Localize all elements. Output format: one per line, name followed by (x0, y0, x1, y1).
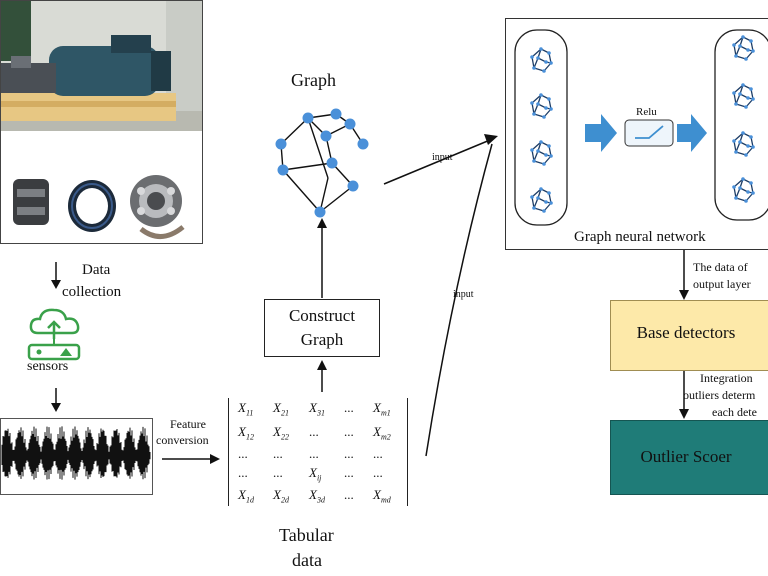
matrix-cell: ... (373, 446, 383, 461)
arrow-to-construct (317, 360, 327, 392)
feature-conversion-label-2: conversion (156, 433, 209, 447)
tabular-label-2: data (292, 550, 322, 570)
arrow-to-base-detectors (679, 250, 689, 300)
arrow-to-sensors (51, 262, 61, 289)
output-layer-label-1: The data of (693, 260, 748, 274)
tabular-label-1: Tabular (279, 525, 334, 545)
graph-node (347, 180, 359, 192)
matrix-cell: X1d (238, 487, 254, 505)
matrix-cell: X12 (238, 424, 254, 442)
data-collection-label-2: collection (62, 284, 122, 300)
arrow-to-matrix (162, 454, 220, 464)
relu-label: Relu (636, 106, 657, 118)
data-collection-label-1: Data (82, 262, 111, 278)
bearing-3 (130, 175, 185, 239)
bearing-2 (68, 180, 116, 232)
matrix-cell: Xmd (373, 487, 391, 505)
sensors-label: sensors (27, 359, 69, 374)
integration-label-3: each dete (712, 405, 757, 419)
graph-title: Graph (291, 70, 336, 90)
matrix-cell: Xm2 (373, 424, 391, 442)
graph-node (275, 138, 287, 150)
equipment-photo (1, 1, 202, 243)
output-layer-label-2: output layer (693, 277, 751, 291)
cloud-upload-icon (29, 308, 80, 345)
mini-graph-icon (732, 83, 755, 109)
matrix-cell: ... (273, 446, 283, 461)
mini-graph-icon (732, 35, 755, 61)
matrix-cell: ... (309, 446, 319, 461)
matrix-cell: Xm1 (373, 400, 391, 418)
integration-label-1: Integration (700, 371, 753, 385)
outlier-scorer-box: Outlier Scoer (610, 420, 768, 495)
arrow-to-outlier-scorer (679, 371, 689, 419)
graph-node (326, 157, 338, 169)
graph-node (320, 130, 332, 142)
bearing-1 (13, 179, 49, 225)
construct-graph-box: Construct Graph (264, 299, 380, 357)
mini-graph-icon (530, 140, 553, 166)
input-label-upper: input (432, 152, 453, 163)
arrow-to-graph (317, 218, 327, 298)
gnn-arrow-left (585, 114, 617, 152)
gnn-caption: Graph neural network (574, 229, 706, 245)
matrix-cell: X3d (309, 487, 325, 505)
matrix-cell: ... (344, 400, 354, 415)
integration-label-2: outliers determ (683, 388, 756, 402)
input-arrows (383, 134, 498, 457)
construct-graph-label-2: Graph (300, 330, 344, 349)
base-detectors-box: Base detectors (610, 300, 768, 371)
mini-graph-icon (732, 131, 755, 157)
sensor-device-icon (27, 343, 81, 361)
feature-matrix (228, 398, 408, 506)
matrix-cell: ... (344, 487, 354, 502)
mini-graph-icon (732, 177, 755, 203)
mini-graph-icon (530, 187, 553, 213)
input-label-lower: input (453, 289, 474, 300)
matrix-cell: X31 (309, 400, 325, 418)
gnn-arrow-right (677, 114, 707, 152)
outlier-scorer-label: Outlier Scoer (640, 447, 732, 466)
matrix-cell: ... (309, 424, 319, 439)
feature-conversion-label-1: Feature (170, 417, 206, 431)
graph-node (330, 108, 342, 120)
graph-node (357, 138, 369, 150)
base-detectors-label: Base detectors (636, 323, 736, 342)
construct-graph-label-1: Construct (288, 306, 356, 325)
graph-figure (275, 108, 369, 218)
matrix-cell: X22 (273, 424, 289, 442)
vibration-signal-plot (0, 418, 153, 495)
mini-graph-icon (530, 93, 553, 119)
graph-node (277, 164, 289, 176)
arrow-to-signal (51, 388, 61, 412)
equipment-photo-panel (0, 0, 203, 244)
gnn-panel (505, 18, 768, 250)
matrix-cell: X2d (273, 487, 289, 505)
gnn-figure (514, 29, 768, 226)
matrix-cell: X11 (238, 400, 254, 418)
matrix-cell: ... (344, 446, 354, 461)
matrix-cell: ... (238, 465, 248, 480)
matrix-cell: ... (344, 465, 354, 480)
matrix-cell: Xij (309, 465, 322, 483)
matrix-cell: ... (238, 446, 248, 461)
matrix-cell: ... (373, 465, 383, 480)
matrix-cell: ... (344, 424, 354, 439)
graph-node (344, 118, 356, 130)
matrix-cell: ... (273, 465, 283, 480)
graph-node (314, 206, 326, 218)
mini-graph-icon (530, 47, 553, 73)
matrix-cell: X21 (273, 400, 289, 418)
graph-node (302, 112, 314, 124)
